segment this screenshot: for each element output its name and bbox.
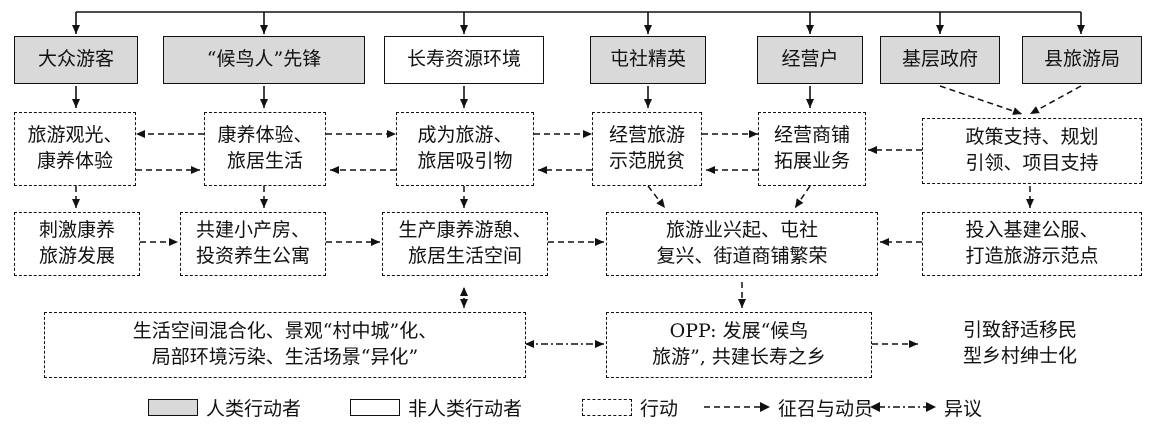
action-houses: 共建小产房、 投资养生公寓 bbox=[180, 212, 326, 276]
legend-human-swatch bbox=[148, 398, 198, 416]
legend-nonhuman-swatch bbox=[350, 398, 400, 416]
actor-tourists: 大众游客 bbox=[14, 36, 138, 84]
action-stimulate: 刺激康养 旅游发展 bbox=[14, 212, 140, 276]
action-opp: OPP: 发展“候鸟 旅游”, 共建长寿之乡 bbox=[606, 312, 872, 378]
legend-recruit: 征召与动员 bbox=[702, 392, 873, 422]
action-problems: 生活空间混合化、景观“村中城”化、 局部环境污染、生活场景“异化” bbox=[44, 312, 526, 378]
actor-environment: 长寿资源环境 bbox=[384, 36, 544, 84]
action-sightseeing: 旅游观光、 康养体验 bbox=[14, 112, 136, 186]
action-demo: 经营旅游 示范脱贫 bbox=[592, 112, 702, 186]
actor-elites: 屯社精英 bbox=[590, 36, 706, 84]
action-rise: 旅游业兴起、屯社 复兴、街道商铺繁荣 bbox=[606, 212, 878, 276]
actor-bureau: 县旅游局 bbox=[1022, 36, 1142, 84]
actor-to-action-arrows bbox=[72, 86, 814, 108]
legend-recruit-arrow bbox=[704, 402, 770, 412]
action-space: 生产康养游憩、 旅居生活空间 bbox=[382, 212, 548, 276]
legend-action-swatch bbox=[582, 398, 632, 416]
legend-nonhuman: 非人类行动者 bbox=[350, 392, 522, 422]
actor-gov: 基层政府 bbox=[880, 36, 1000, 84]
top-bus bbox=[72, 11, 1085, 34]
actor-operators: 经营户 bbox=[757, 36, 863, 84]
legend-dissent-arrow bbox=[870, 402, 936, 412]
outcome-text: 引致舒适移民 型乡村绅士化 bbox=[962, 319, 1077, 367]
action-attraction: 成为旅游、 旅居吸引物 bbox=[396, 112, 534, 186]
action-policy: 政策支持、规划 引领、项目支持 bbox=[922, 118, 1142, 184]
legend-dissent: 异议 bbox=[868, 392, 982, 422]
legend: 人类行动者 非人类行动者 行动 征召与动员 异议 bbox=[0, 392, 1153, 422]
legend-human: 人类行动者 bbox=[148, 392, 301, 422]
actor-pioneers: “候鸟人”先锋 bbox=[163, 36, 365, 84]
action-infra: 投入基建公服、 打造旅游示范点 bbox=[922, 212, 1142, 276]
dissent-arrows bbox=[460, 287, 604, 348]
action-wellness: 康养体验、 旅居生活 bbox=[204, 112, 326, 186]
recruitment-arrows bbox=[72, 85, 1082, 348]
legend-action: 行动 bbox=[582, 392, 678, 422]
action-shops: 经营商铺 拓展业务 bbox=[758, 112, 866, 186]
